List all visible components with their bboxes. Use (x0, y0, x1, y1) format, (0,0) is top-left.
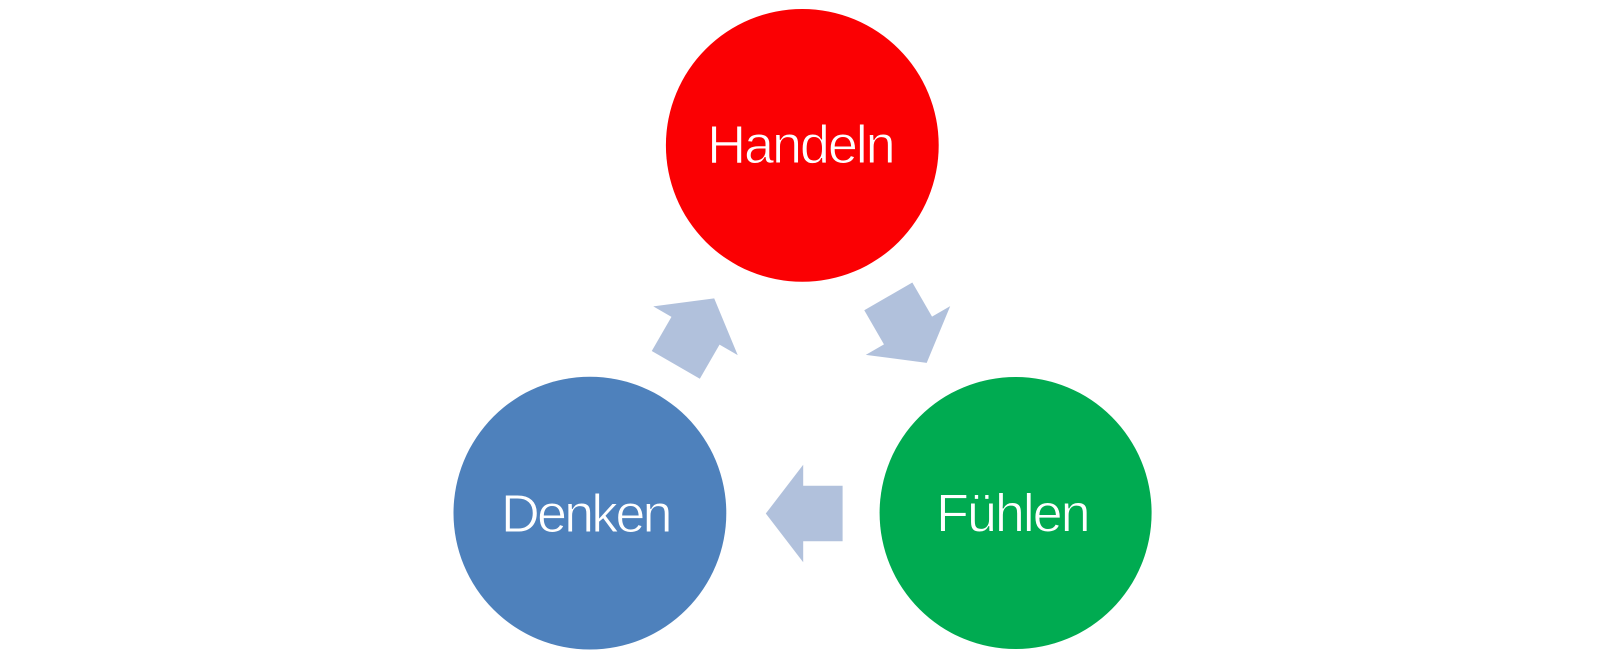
svg-text:Fühlen: Fühlen (936, 483, 1089, 543)
svg-text:Denken: Denken (501, 484, 670, 544)
svg-text:Handeln: Handeln (707, 115, 893, 175)
